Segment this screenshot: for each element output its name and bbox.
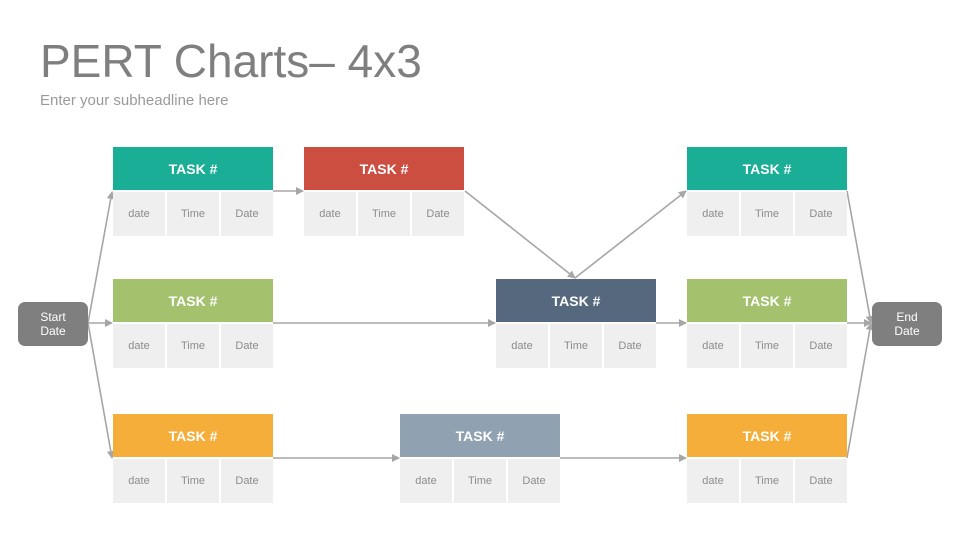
end-label-line2: Date [894, 324, 920, 338]
arrow-task5-task3 [574, 190, 687, 279]
task-box[interactable]: TASK # date Time Date [687, 414, 847, 503]
page-title: PERT Charts– 4x3 [40, 35, 422, 87]
task-date-cell: Date [795, 459, 847, 503]
task-time-cell: Time [358, 192, 410, 236]
task-header: TASK # [687, 147, 847, 190]
task-header: TASK # [400, 414, 560, 457]
task-date-cell: date [687, 459, 739, 503]
task-date-cell: date [113, 192, 165, 236]
task-date-cell: Date [221, 324, 273, 368]
task-time-cell: Time [167, 192, 219, 236]
task-box[interactable]: TASK # date Time Date [687, 147, 847, 236]
task-time-cell: Time [741, 459, 793, 503]
task-time-cell: Time [454, 459, 506, 503]
task-date-cell: Date [412, 192, 464, 236]
task-time-cell: Time [167, 459, 219, 503]
task-date-cell: date [496, 324, 548, 368]
task-header: TASK # [113, 279, 273, 322]
arrow-task9-end [846, 322, 874, 459]
task-date-cell: Date [221, 459, 273, 503]
task-date-cell: date [687, 324, 739, 368]
task-box[interactable]: TASK # date Time Date [113, 414, 273, 503]
task-time-cell: Time [741, 324, 793, 368]
task-box[interactable]: TASK # date Time Date [304, 147, 464, 236]
task-box[interactable]: TASK # date Time Date [113, 147, 273, 236]
task-box[interactable]: TASK # date Time Date [496, 279, 656, 368]
task-date-cell: Date [795, 324, 847, 368]
task-date-cell: Date [508, 459, 560, 503]
task-date-cell: Date [221, 192, 273, 236]
task-header: TASK # [687, 279, 847, 322]
end-date-node[interactable]: End Date [872, 302, 942, 346]
task-date-cell: Date [795, 192, 847, 236]
task-date-cell: date [113, 324, 165, 368]
task-box[interactable]: TASK # date Time Date [687, 279, 847, 368]
task-box[interactable]: TASK # date Time Date [113, 279, 273, 368]
task-box[interactable]: TASK # date Time Date [400, 414, 560, 503]
task-date-cell: date [113, 459, 165, 503]
task-time-cell: Time [167, 324, 219, 368]
page-subtitle: Enter your subheadline here [40, 92, 229, 109]
arrow-task3-end [846, 190, 874, 324]
task-time-cell: Time [741, 192, 793, 236]
task-header: TASK # [113, 147, 273, 190]
arrow-start-task1 [87, 191, 115, 324]
arrow-start-task7 [87, 322, 115, 459]
task-date-cell: Date [604, 324, 656, 368]
task-date-cell: date [400, 459, 452, 503]
arrow-task2-task5 [464, 190, 576, 279]
start-label-line2: Date [40, 324, 66, 338]
task-header: TASK # [113, 414, 273, 457]
task-date-cell: date [687, 192, 739, 236]
start-date-node[interactable]: Start Date [18, 302, 88, 346]
task-date-cell: date [304, 192, 356, 236]
task-header: TASK # [687, 414, 847, 457]
start-label-line1: Start [40, 310, 66, 324]
task-time-cell: Time [550, 324, 602, 368]
task-header: TASK # [304, 147, 464, 190]
task-header: TASK # [496, 279, 656, 322]
end-label-line1: End [896, 310, 918, 324]
